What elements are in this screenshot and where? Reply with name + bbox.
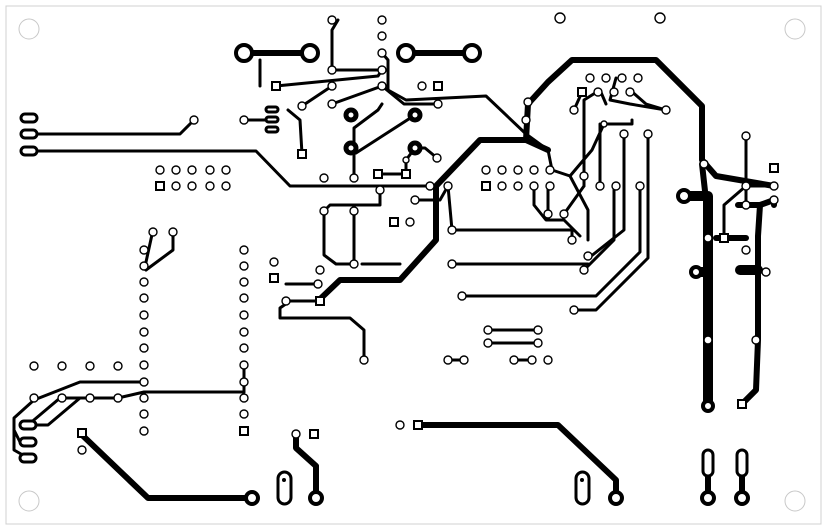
oval-pad-holes <box>282 478 584 482</box>
large-pads <box>234 43 750 506</box>
via-holes <box>348 112 418 151</box>
mounting-hole <box>784 18 806 40</box>
mounting-holes <box>18 18 806 512</box>
round-pads <box>29 12 779 455</box>
mounting-hole <box>18 490 40 512</box>
mounting-hole <box>784 490 806 512</box>
square-pads <box>77 81 779 439</box>
vias <box>343 107 423 156</box>
oval-pads <box>18 105 749 506</box>
mounting-hole <box>18 18 40 40</box>
